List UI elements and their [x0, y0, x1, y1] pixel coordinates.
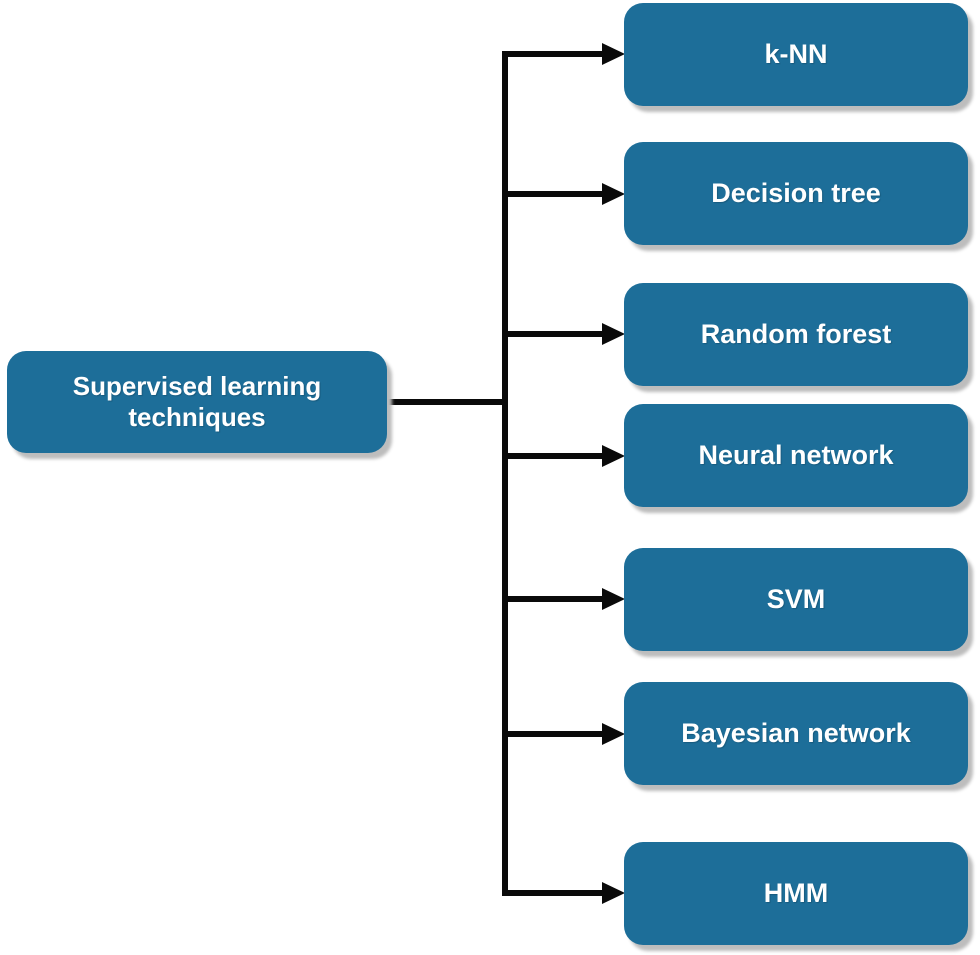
- leaf-node-label: HMM: [763, 878, 829, 908]
- node-random-forest: Random forest: [624, 283, 968, 386]
- leaf-node-label: k-NN: [764, 39, 828, 69]
- leaf-node-label: Bayesian network: [681, 718, 911, 748]
- node-supervised-learning-techniques: Supervised learning techniques: [7, 351, 387, 453]
- arrowhead-icon: [602, 723, 625, 745]
- arrowhead-icon: [602, 183, 625, 205]
- leaf-node-label: Neural network: [698, 440, 894, 470]
- node-decision-tree: Decision tree: [624, 142, 968, 245]
- arrowhead-icon: [602, 445, 625, 467]
- node-bayesian-network: Bayesian network: [624, 682, 968, 785]
- root-node-label: Supervised learning techniques: [72, 371, 322, 432]
- arrowhead-icon: [602, 43, 625, 65]
- leaf-node-label: Random forest: [700, 319, 892, 349]
- leaf-node-label: SVM: [766, 584, 826, 614]
- node-hmm: HMM: [624, 842, 968, 945]
- node-knn: k-NN: [624, 3, 968, 106]
- arrowhead-icon: [602, 323, 625, 345]
- node-neural-network: Neural network: [624, 404, 968, 507]
- arrowhead-icon: [602, 882, 625, 904]
- arrowhead-icon: [602, 588, 625, 610]
- node-svm: SVM: [624, 548, 968, 651]
- leaf-node-label: Decision tree: [711, 178, 881, 208]
